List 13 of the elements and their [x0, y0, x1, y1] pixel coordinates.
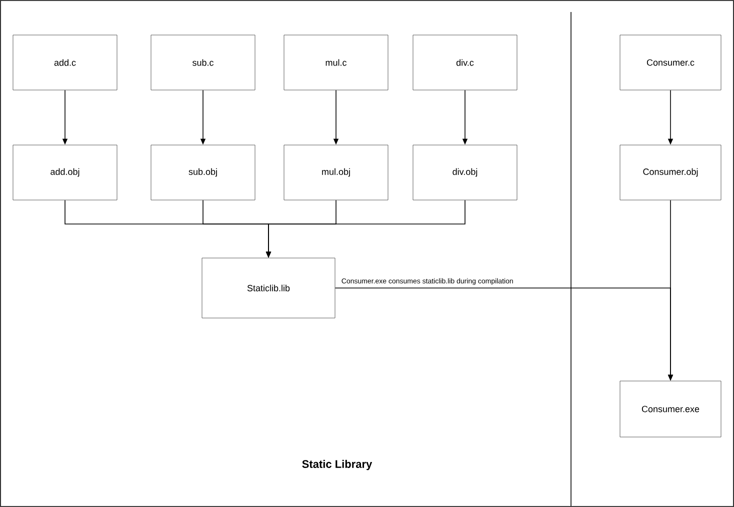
- title: Static Library: [302, 460, 372, 470]
- process-box: sub.c: [150, 34, 256, 90]
- process-box: div.c: [412, 34, 518, 90]
- process-box: Consumer.c: [620, 34, 722, 90]
- process-box: add.obj: [12, 144, 118, 200]
- process-box: mul.obj: [284, 144, 388, 200]
- process-box: Consumer.exe: [620, 380, 722, 438]
- process-box: mul.c: [284, 34, 388, 90]
- process-box: sub.obj: [150, 144, 256, 200]
- process-box: Staticlib.lib: [202, 258, 336, 318]
- process-box: add.c: [12, 34, 118, 90]
- process-box: div.obj: [412, 144, 518, 200]
- process-box: Consumer.obj: [620, 144, 722, 200]
